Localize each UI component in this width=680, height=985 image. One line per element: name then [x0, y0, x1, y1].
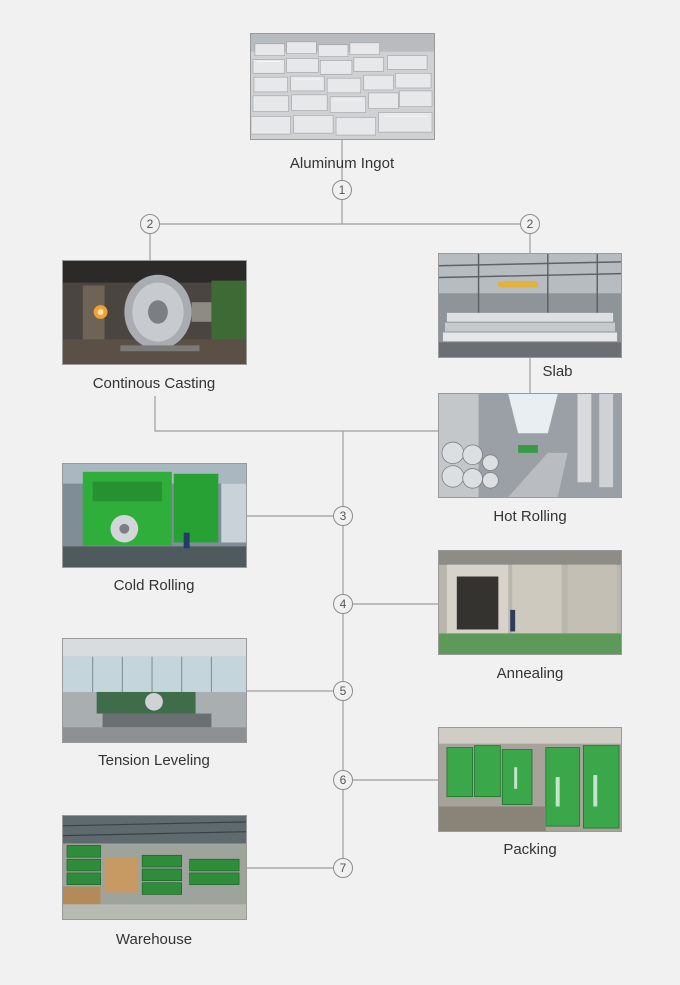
tension-leveling-label: Tension Leveling — [54, 752, 254, 769]
step-4-marker: 4 — [333, 594, 353, 614]
warehouse-label: Warehouse — [54, 931, 254, 948]
cold-rolling-photo — [62, 463, 247, 568]
tension-leveling-photo — [62, 638, 247, 743]
step-2-marker-left: 2 — [140, 214, 160, 234]
continuous-casting-photo — [62, 260, 247, 365]
annealing-photo — [438, 550, 622, 655]
hot-rolling-label: Hot Rolling — [430, 508, 630, 525]
annealing-label: Annealing — [430, 665, 630, 682]
packing-label: Packing — [430, 841, 630, 858]
step-1-marker: 1 — [332, 180, 352, 200]
slab-photo — [438, 253, 622, 358]
step-6-marker: 6 — [333, 770, 353, 790]
slab-label: Slab — [520, 363, 595, 380]
step-2-marker-right: 2 — [520, 214, 540, 234]
step-5-marker: 5 — [333, 681, 353, 701]
hot-rolling-photo — [438, 393, 622, 498]
warehouse-photo — [62, 815, 247, 920]
cold-rolling-label: Cold Rolling — [54, 577, 254, 594]
step-7-marker: 7 — [333, 858, 353, 878]
step-3-marker: 3 — [333, 506, 353, 526]
packing-photo — [438, 727, 622, 832]
aluminum-ingot-label: Aluminum Ingot — [242, 155, 442, 172]
aluminum-ingot-photo — [250, 33, 435, 140]
continuous-casting-label: Continous Casting — [54, 375, 254, 392]
